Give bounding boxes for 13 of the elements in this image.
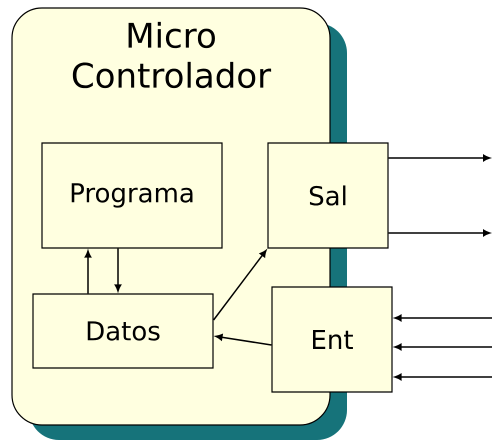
arrow: [213, 250, 267, 320]
port-box: Sal: [267, 142, 389, 249]
arrow: [84, 250, 92, 294]
arrow: [394, 314, 492, 322]
arrow: [388, 154, 490, 162]
process-box: Datos: [32, 293, 214, 369]
port-box: Ent: [271, 286, 393, 393]
arrow: [388, 230, 490, 236]
process-box: Programa: [41, 142, 223, 249]
arrow: [215, 334, 272, 346]
arrow: [394, 374, 492, 380]
arrow: [394, 344, 492, 350]
arrow: [114, 248, 122, 292]
